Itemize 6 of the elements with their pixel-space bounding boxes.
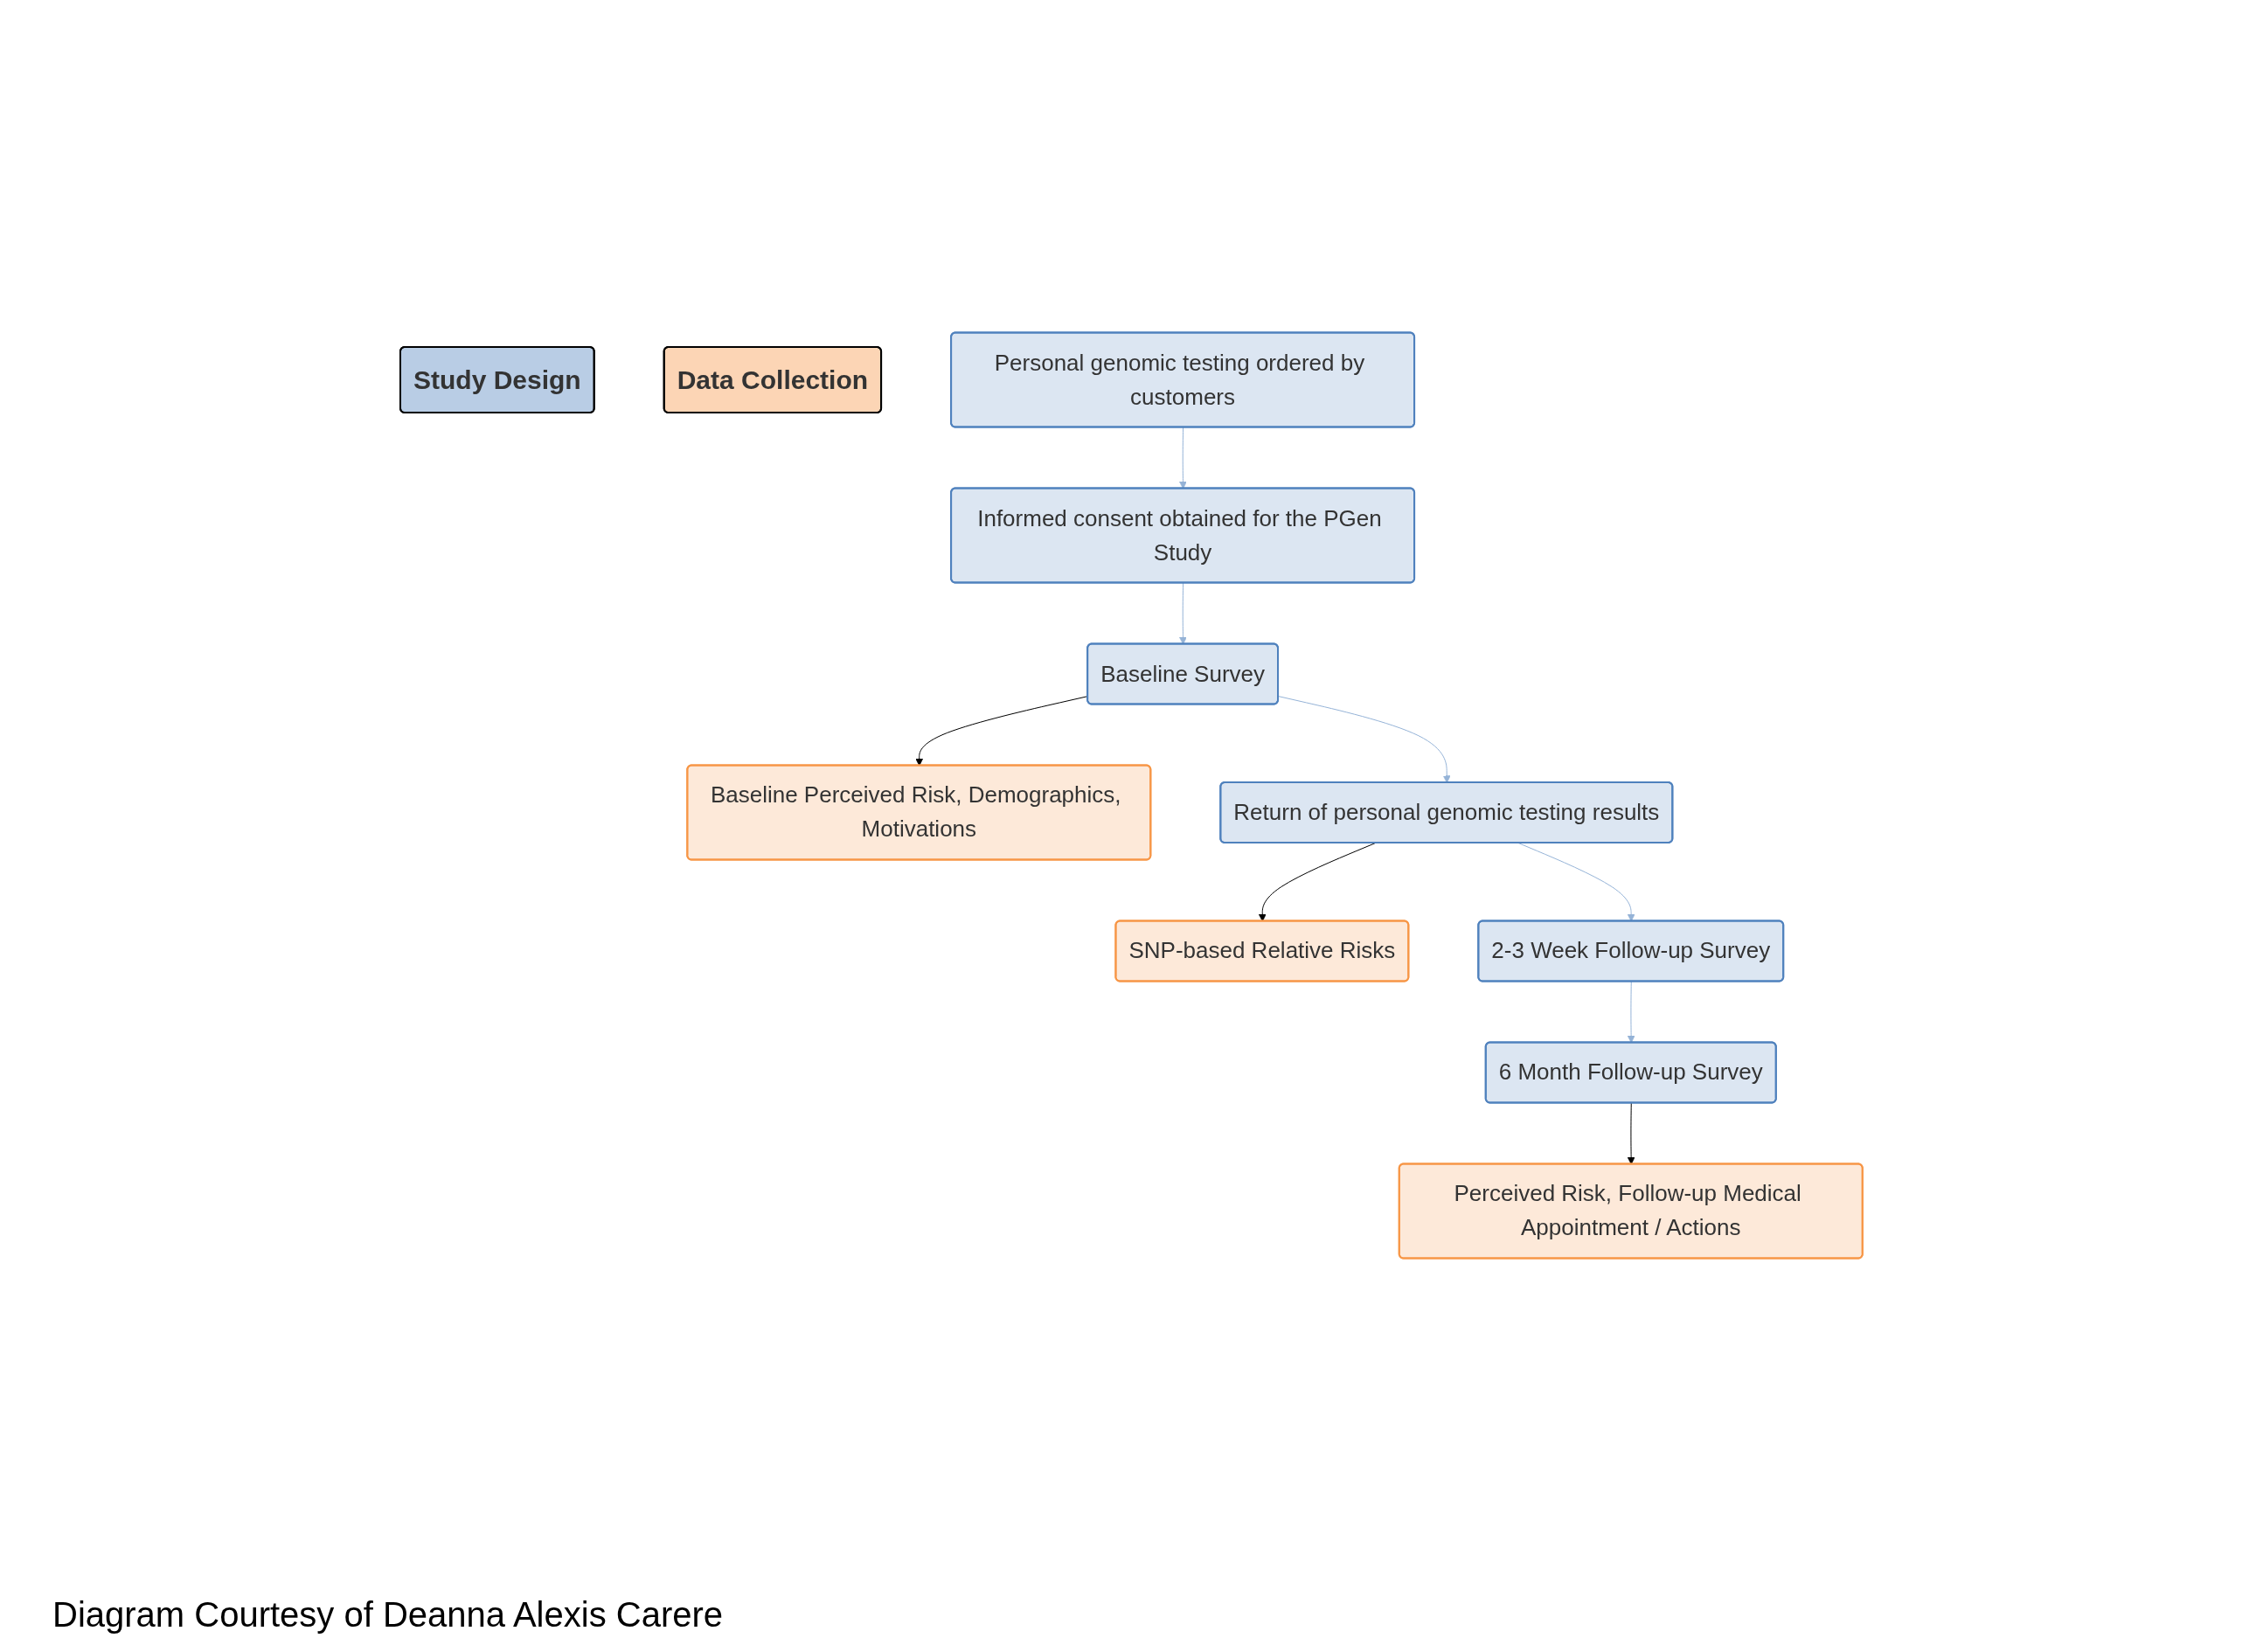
arrow <box>1627 1102 1635 1165</box>
arrow <box>1179 582 1187 645</box>
arrow <box>1179 427 1187 489</box>
arrow <box>1278 696 1451 783</box>
credit-note: Diagram Courtesy of Deanna Alexis Carere <box>52 1595 723 1635</box>
arrow <box>1627 981 1635 1044</box>
